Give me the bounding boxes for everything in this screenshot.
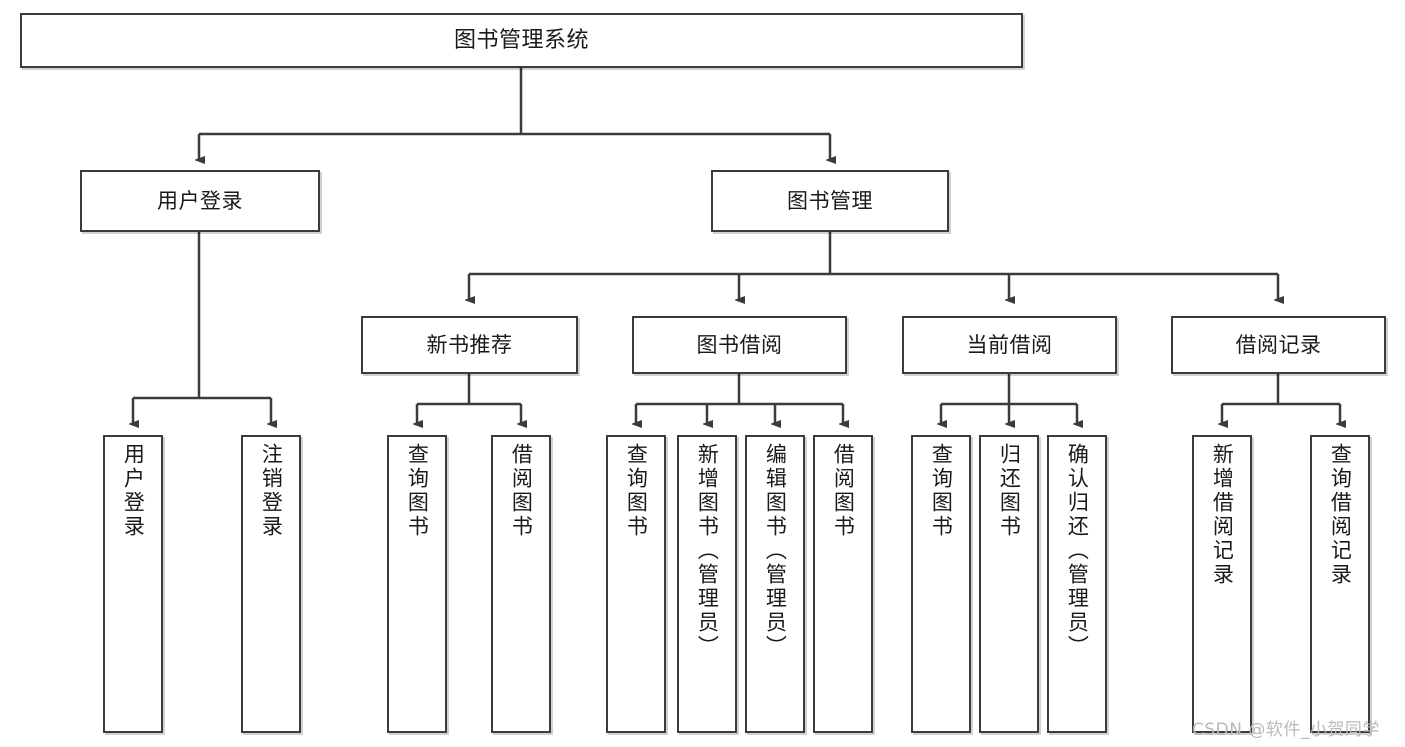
node-leaf-edit-book-admin-label: 编辑图书（管理员） [763, 443, 788, 659]
node-leaf-borrow-book-label: 借阅图书 [831, 443, 856, 539]
csdn-watermark: CSDN @软件_小贺同学 [1192, 720, 1380, 740]
node-book-borrow[interactable]: 图书借阅 [632, 316, 847, 374]
node-leaf-borrow-book-newbook-label: 借阅图书 [509, 443, 534, 539]
node-root-system[interactable]: 图书管理系统 [20, 13, 1023, 68]
node-leaf-return-book-label: 归还图书 [997, 443, 1022, 539]
node-leaf-query-book-current-label: 查询图书 [929, 443, 954, 539]
node-leaf-query-book-newbook-label: 查询图书 [405, 443, 430, 539]
node-current-borrow[interactable]: 当前借阅 [902, 316, 1117, 374]
node-borrow-records[interactable]: 借阅记录 [1171, 316, 1386, 374]
node-borrow-records-label: 借阅记录 [1235, 332, 1322, 357]
node-leaf-edit-book-admin[interactable]: 编辑图书（管理员） [745, 435, 805, 733]
connector-bookmgmt-to-level3 [469, 232, 1278, 300]
node-user-login-label: 用户登录 [157, 188, 243, 213]
node-leaf-user-login[interactable]: 用户登录 [103, 435, 163, 733]
node-leaf-query-borrow-record[interactable]: 查询借阅记录 [1310, 435, 1370, 733]
node-current-borrow-label: 当前借阅 [966, 332, 1053, 357]
node-leaf-query-book-newbook[interactable]: 查询图书 [387, 435, 447, 733]
connector-userlogin-to-leaves [133, 232, 271, 424]
node-leaf-add-borrow-record[interactable]: 新增借阅记录 [1192, 435, 1252, 733]
node-root-system-label: 图书管理系统 [453, 27, 589, 53]
node-leaf-logout[interactable]: 注销登录 [241, 435, 301, 733]
connector-records-to-leaves [1222, 374, 1340, 424]
node-book-management-label: 图书管理 [787, 188, 873, 213]
node-user-login[interactable]: 用户登录 [80, 170, 320, 232]
node-leaf-query-borrow-record-label: 查询借阅记录 [1328, 443, 1353, 587]
node-leaf-query-book-current[interactable]: 查询图书 [911, 435, 971, 733]
node-leaf-add-book-admin[interactable]: 新增图书（管理员） [677, 435, 737, 733]
node-leaf-query-book-borrow-label: 查询图书 [624, 443, 649, 539]
node-leaf-borrow-book[interactable]: 借阅图书 [813, 435, 873, 733]
node-leaf-confirm-return-admin-label: 确认归还（管理员） [1065, 443, 1090, 659]
connector-current-to-leaves [941, 374, 1077, 424]
node-book-borrow-label: 图书借阅 [696, 332, 783, 357]
node-leaf-user-login-label: 用户登录 [121, 443, 146, 539]
connector-borrow-to-leaves [636, 374, 843, 424]
node-new-book-recommend[interactable]: 新书推荐 [361, 316, 578, 374]
connector-newbook-to-leaves [417, 374, 521, 424]
node-new-book-recommend-label: 新书推荐 [426, 332, 513, 357]
node-leaf-logout-label: 注销登录 [259, 443, 284, 539]
node-leaf-add-borrow-record-label: 新增借阅记录 [1210, 443, 1235, 587]
node-leaf-add-book-admin-label: 新增图书（管理员） [695, 443, 720, 659]
node-leaf-query-book-borrow[interactable]: 查询图书 [606, 435, 666, 733]
node-leaf-return-book[interactable]: 归还图书 [979, 435, 1039, 733]
node-leaf-confirm-return-admin[interactable]: 确认归还（管理员） [1047, 435, 1107, 733]
node-book-management[interactable]: 图书管理 [711, 170, 949, 232]
connector-root-to-level2 [199, 68, 830, 160]
node-leaf-borrow-book-newbook[interactable]: 借阅图书 [491, 435, 551, 733]
